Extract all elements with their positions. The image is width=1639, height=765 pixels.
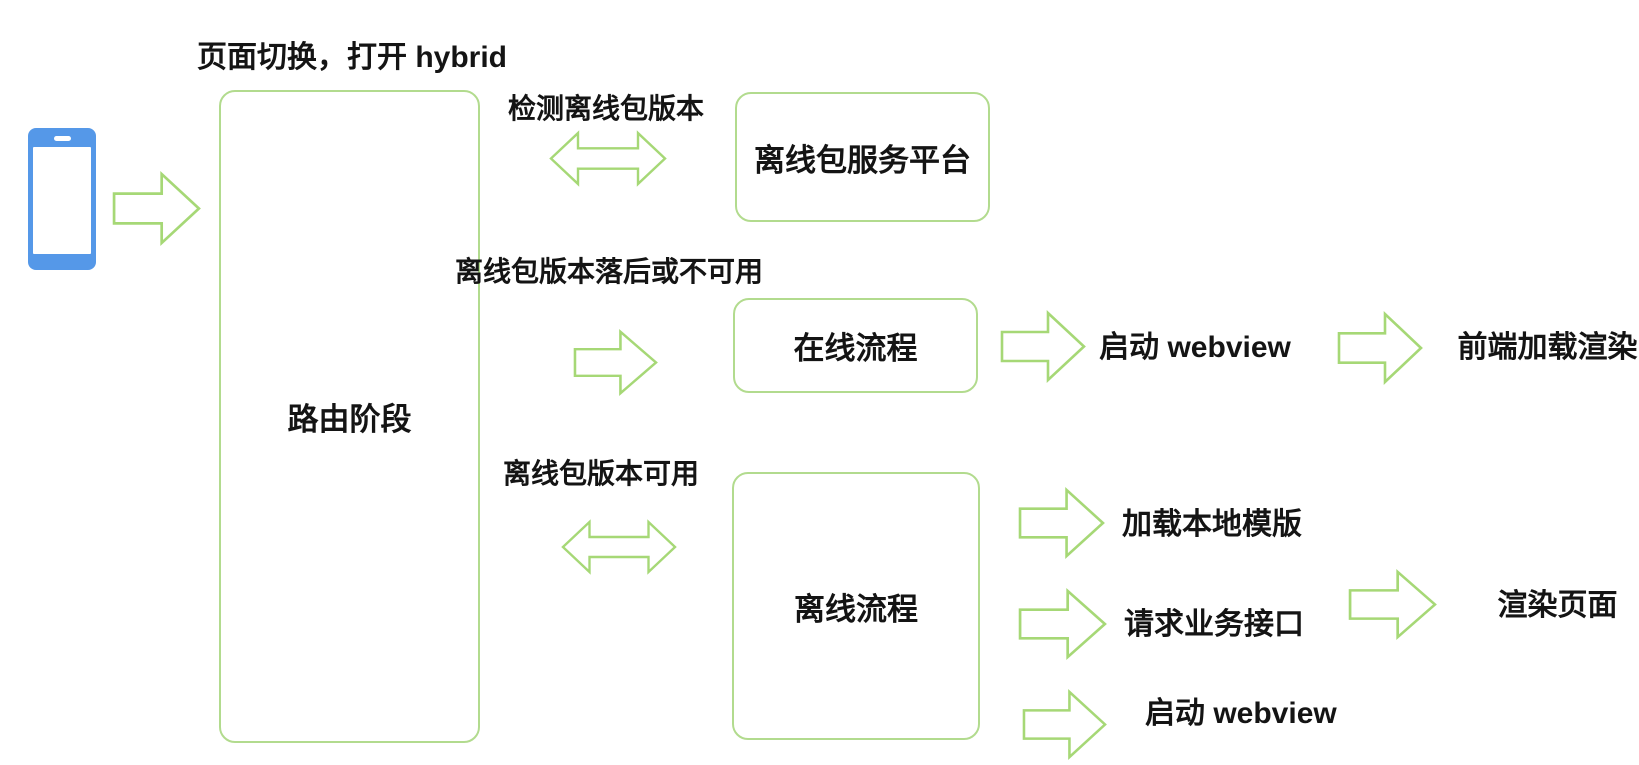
- online-flow-label: 在线流程: [793, 331, 918, 366]
- smartphone-icon: [28, 128, 96, 270]
- online-start-webview-label: 启动 webview: [1099, 331, 1291, 364]
- render-page-label: 渲染页面: [1497, 589, 1618, 622]
- load-local-template-label: 加载本地模版: [1122, 508, 1302, 541]
- arrow-phone-to-router-icon: [112, 171, 201, 246]
- arrow-offline-to-api-icon: [1018, 588, 1107, 660]
- arrow-online-to-webview-icon: [1000, 310, 1086, 383]
- arrow-to-online-flow-icon: [573, 329, 658, 396]
- request-business-api-label: 请求业务接口: [1124, 608, 1304, 641]
- double-arrow-check-version-icon: [548, 127, 668, 190]
- online-flow-box: 在线流程: [733, 298, 978, 393]
- arrow-offline-to-template-icon: [1018, 487, 1105, 559]
- arrow-offline-to-webview-icon: [1022, 689, 1107, 760]
- offline-flow-label: 离线流程: [794, 591, 918, 627]
- branch-check-version-label: 检测离线包版本: [508, 93, 705, 124]
- offline-package-platform-label: 离线包服务平台: [754, 142, 971, 178]
- branch-online-condition-label: 离线包版本落后或不可用: [455, 256, 764, 287]
- double-arrow-offline-flow-icon: [560, 516, 678, 578]
- arrow-webview-to-render-icon: [1337, 311, 1423, 385]
- offline-start-webview-label: 启动 webview: [1145, 697, 1337, 730]
- frontend-load-render-label: 前端加载渲染: [1457, 331, 1638, 364]
- offline-package-platform-box: 离线包服务平台: [735, 92, 990, 222]
- router-stage-box: 路由阶段: [219, 90, 480, 743]
- arrow-api-to-render-page-icon: [1348, 569, 1437, 640]
- phone-screen: [33, 147, 91, 254]
- page-switch-label: 页面切换，打开 hybrid: [197, 41, 508, 74]
- offline-flow-box: 离线流程: [732, 472, 980, 740]
- branch-offline-condition-label: 离线包版本可用: [503, 458, 700, 489]
- phone-speaker: [53, 136, 71, 141]
- router-stage-label: 路由阶段: [287, 402, 412, 437]
